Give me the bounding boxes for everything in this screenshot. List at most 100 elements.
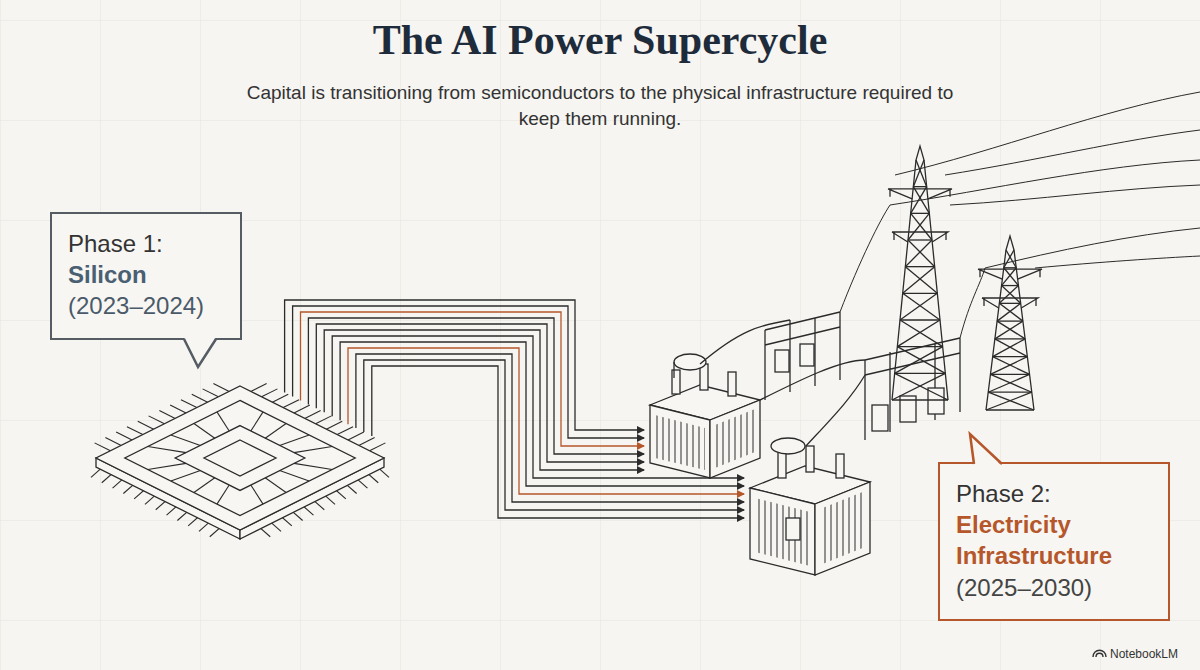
trace [171,435,201,445]
insulator [893,232,894,240]
tail-outline [970,434,1002,464]
tower-brace [988,392,1032,393]
tower-brace [993,356,1028,357]
insulator [979,269,980,277]
insulator [1035,298,1036,306]
tower-brace [916,160,927,187]
tower-brace [913,186,926,187]
trace [217,485,229,504]
tower-brace [895,373,948,400]
wire [372,366,744,518]
tower-frame [892,146,948,400]
tower-brace [897,347,945,374]
chip-pin [326,421,342,429]
trace [148,463,186,469]
insulator [889,189,890,197]
tower-brace [903,267,935,294]
tower-brace [895,347,943,374]
chip-pin [251,383,267,391]
tower-brace [903,293,938,294]
package-top [96,386,384,530]
tower-brace [990,374,1031,392]
tower-brace [993,339,1025,357]
chip-illustration [91,383,389,539]
tower-brace [999,303,1020,304]
tower-brace [1002,286,1021,304]
tower-brace [1006,250,1016,268]
wire [356,354,744,502]
chip-pin [95,443,111,451]
phase-years: (2025–2030) [956,572,1150,603]
tower-brace [990,357,1027,375]
chip-pin [192,394,208,402]
tail-fill [970,434,1002,466]
tower-brace [999,286,1018,304]
tower-brace [911,213,930,214]
tower-arm [982,298,1038,308]
die [175,426,305,491]
tower-brace [997,321,1025,339]
trace [280,471,310,481]
tower-brace [892,399,948,400]
phase-label: Phase 2: [956,478,1150,509]
trace [265,478,286,493]
tower-brace [986,409,1034,410]
tower-brace [1004,268,1019,286]
chip-pin [127,427,143,435]
subtitle: Capital is transitioning from semiconduc… [235,80,965,131]
tower-brace [905,266,934,267]
chip-pin [116,432,132,440]
tower-brace [892,373,945,400]
tail-fill [184,337,216,367]
tower-brace [999,303,1023,321]
tower-brace [908,240,935,267]
chip-pin [359,437,375,445]
chip-pin [294,405,310,413]
callout-box-accent: Phase 2:Electricity Infrastructure(2025–… [938,462,1170,621]
wire [293,306,644,438]
chip-pin [203,389,219,397]
trace [265,423,286,438]
insulator [1039,269,1040,277]
chip-pin [272,394,288,402]
chip-pin [105,437,121,445]
tower-brace [1002,285,1019,286]
callout-box: Phase 1:Silicon(2023–2024) [50,212,242,340]
tower-arm [888,189,952,199]
tower-brace [897,320,940,347]
wire [301,312,645,446]
phase-label: Phase 1: [68,228,222,259]
tower-arm [892,232,948,242]
chip-pin [149,416,165,424]
tower-arm [978,269,1042,279]
tower-brace [903,293,940,320]
tower-brace [988,374,1029,392]
title: The AI Power Supercycle [0,16,1200,64]
chip-pin [213,383,229,391]
tower-brace [995,321,1023,339]
tower-brace [908,213,929,240]
tower-brace [997,320,1023,321]
wire [348,348,744,494]
chip-pin [181,400,197,408]
tower-brace [900,293,937,320]
tower-brace [1004,250,1014,268]
chip-pin [283,400,299,408]
chip-pin [348,432,364,440]
tower-brace [908,239,932,240]
tower-brace [913,160,924,187]
tower-brace [995,339,1027,357]
watermark: NotebookLM [1110,647,1178,661]
tower-brace [986,392,1032,410]
chip-pin [370,443,386,451]
transmission-towers [888,146,1042,410]
package-rim [125,400,355,515]
trace [294,463,332,469]
insulator [983,298,984,306]
trace [194,478,215,493]
watermark-icon [1093,650,1106,657]
chip-pin [170,405,186,413]
chip-pin [159,410,175,418]
chip-pin [337,427,353,435]
